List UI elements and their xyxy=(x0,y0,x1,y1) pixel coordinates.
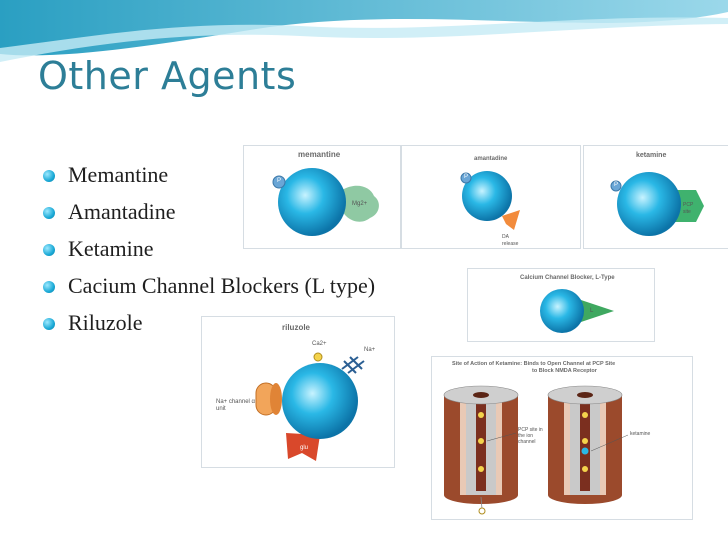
bullet-item: Ketamine xyxy=(40,234,375,271)
ketamine-site-title-line1: Site of Action of Ketamine: Binds to Ope… xyxy=(452,361,616,367)
bullet-item: Amantadine xyxy=(40,197,375,234)
bullet-dot-icon xyxy=(43,318,55,330)
ketamine-p-label: P xyxy=(614,182,619,188)
riluzole-diagram xyxy=(255,352,365,461)
memantine-diagram xyxy=(272,168,379,236)
calcium-diagram xyxy=(540,289,614,333)
ketamine-site-title-line2: to Block NMDA Receptor xyxy=(532,368,597,374)
calcium-l-label: L xyxy=(590,308,594,314)
amantadine-figure-title: amantadine xyxy=(474,156,508,162)
riluzole-ca-label: Ca2+ xyxy=(312,341,327,347)
bullet-item: Memantine xyxy=(40,160,375,197)
ketamine-pcp-label: PCP site xyxy=(683,202,694,215)
bullet-list: Memantine Amantadine Ketamine Cacium Cha… xyxy=(40,160,375,345)
ketamine-site-pcp-label: PCP site in the ion channel xyxy=(518,427,543,445)
riluzole-figure-title: riluzole xyxy=(282,323,311,332)
ketamine-diagram xyxy=(610,172,704,236)
memantine-mg-label: Mg2+ xyxy=(352,201,368,207)
memantine-figure-title: memantine xyxy=(298,150,341,159)
bullet-dot-icon xyxy=(43,244,55,256)
slide-title: Other Agents xyxy=(38,54,297,98)
amantadine-diagram xyxy=(460,171,520,230)
riluzole-na-label: Na+ xyxy=(364,347,376,353)
ketamine-site-diagram xyxy=(443,385,629,515)
calcium-figure-title: Calcium Channel Blocker, L-Type xyxy=(520,275,615,281)
riluzole-channel-label: Na+ channel α unit xyxy=(216,399,255,412)
bullet-item: Riluzole xyxy=(40,308,375,345)
bullet-item: Cacium Channel Blockers (L type) xyxy=(40,271,375,308)
riluzole-figure: riluzole Ca2+ Na+ Na+ channel α unit glu xyxy=(201,316,395,468)
ketamine-figure-title: ketamine xyxy=(636,152,667,159)
calcium-channel-blocker-figure: Calcium Channel Blocker, L-Type L xyxy=(467,268,655,342)
header-wave-decoration xyxy=(0,0,728,62)
ketamine-site-ketamine-label: ketamine xyxy=(630,431,651,437)
amantadine-da-label: DA release xyxy=(502,234,519,247)
amantadine-figure: amantadine P DA release xyxy=(401,145,581,249)
ketamine-figure: ketamine P PCP site xyxy=(583,145,728,249)
riluzole-glu-label: glu xyxy=(300,445,309,451)
bullet-dot-icon xyxy=(43,281,55,293)
bullet-dot-icon xyxy=(43,207,55,219)
ketamine-site-figure: Site of Action of Ketamine: Binds to Ope… xyxy=(431,356,693,520)
memantine-p-label: P xyxy=(277,178,282,184)
amantadine-p-label: P xyxy=(464,174,469,180)
bullet-dot-icon xyxy=(43,170,55,182)
memantine-figure: memantine P Mg2+ xyxy=(243,145,401,249)
